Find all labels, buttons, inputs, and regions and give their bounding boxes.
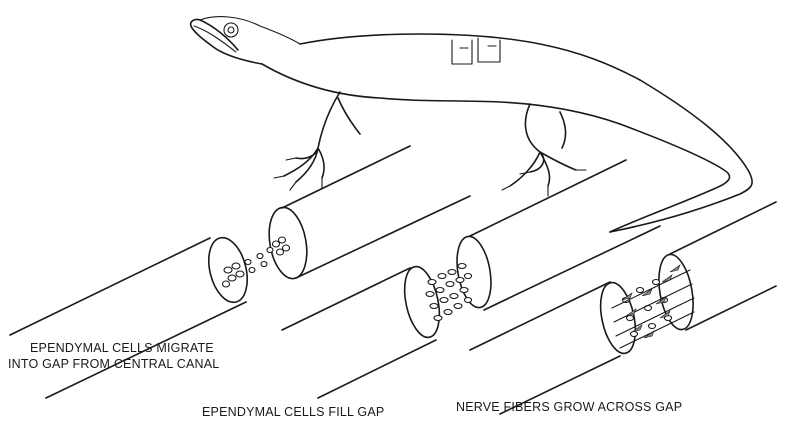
cord2-right-cut-face [452, 234, 496, 310]
cord3-left-cut-face [595, 279, 641, 356]
cord3-right-stump [670, 202, 776, 330]
caption-fill: EPENDYMAL CELLS FILL GAP [202, 405, 384, 420]
lizard-back [300, 34, 640, 80]
lizard-cord-segment [452, 38, 500, 64]
cord1-right-cut-face [264, 204, 312, 281]
caption-grow: NERVE FIBERS GROW ACROSS GAP [456, 400, 682, 415]
cord2-gap-cells [426, 264, 472, 321]
caption-migrate-line1: EPENDYMAL CELLS MIGRATE [30, 341, 214, 356]
lizard-front-toes [274, 158, 322, 190]
lizard-front-leg [284, 92, 360, 182]
lizard-eye [224, 23, 238, 37]
lizard-tail-lower [610, 124, 730, 232]
lizard-belly [262, 64, 620, 124]
cord2-right-stump [470, 160, 660, 310]
cord1-left-stump [10, 238, 246, 398]
cord3-left-stump [470, 282, 620, 414]
lizard-head-top [200, 17, 300, 44]
lizard-eye-pupil [228, 27, 234, 33]
lizard-illustration [191, 17, 752, 232]
cord1-migrating-cells [223, 237, 290, 287]
lizard-tail-upper [610, 80, 752, 232]
cord-stage-3 [470, 202, 776, 414]
cord-stage-2 [282, 160, 660, 398]
lizard-head [191, 19, 262, 64]
caption-migrate-line2: INTO GAP FROM CENTRAL CANAL [8, 357, 219, 372]
cord3-nerve-fibers [612, 265, 694, 348]
cord2-left-stump [282, 268, 436, 398]
